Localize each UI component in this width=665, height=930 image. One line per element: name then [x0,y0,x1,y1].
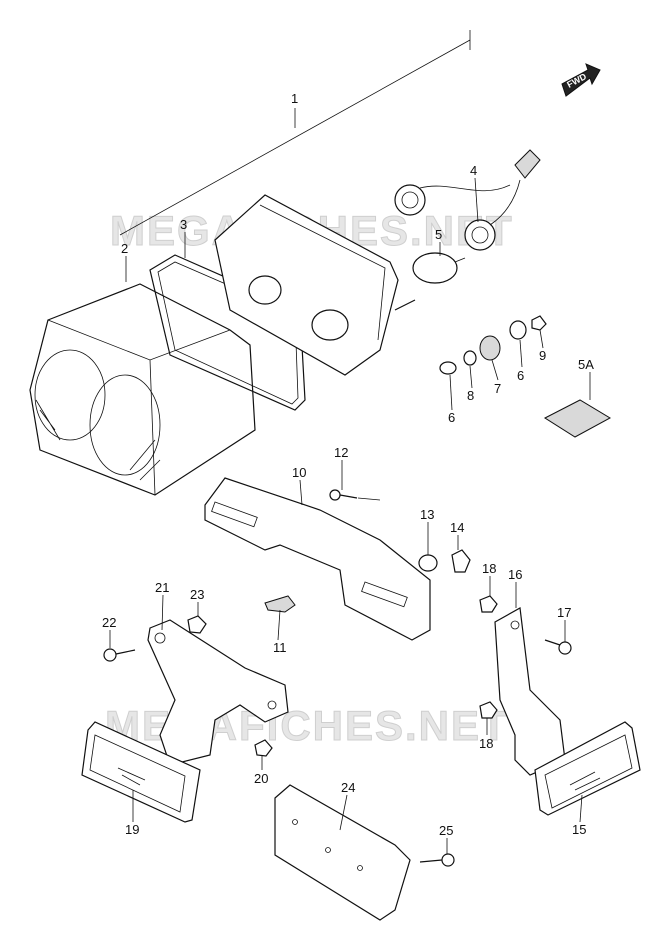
callout-3: 3 [180,217,187,232]
right-reflector [534,721,641,816]
callout-1: 1 [291,91,298,106]
assembly-bracket [119,30,471,236]
nut-20 [254,739,273,757]
lamp-housing [214,194,416,376]
callout-18-upper: 18 [482,561,496,576]
callout-12: 12 [334,445,348,460]
nut-18-lower [479,701,498,719]
callout-20: 20 [254,771,268,786]
left-reflector [81,721,201,823]
fwd-arrow-icon: FWD [561,63,601,97]
callout-9: 9 [539,348,546,363]
washer-13 [418,554,438,572]
nut-23 [187,615,207,634]
left-reflector-bracket [147,619,289,766]
screw-25 [419,853,455,867]
screw-22 [103,648,136,662]
connector-11 [264,595,296,613]
callout-6-left: 6 [448,410,455,425]
callout-10: 10 [292,465,306,480]
mount-hardware [439,315,547,375]
callout-4: 4 [470,163,477,178]
callout-6-right: 6 [517,368,524,383]
callout-5a: 5A [578,357,594,372]
callout-16: 16 [508,567,522,582]
tail-lamp-lens [29,283,256,496]
callout-25: 25 [439,823,453,838]
callout-8: 8 [467,388,474,403]
callout-13: 13 [420,507,434,522]
callout-11: 11 [273,640,287,655]
license-bracket [204,477,431,641]
callout-15: 15 [572,822,586,837]
bulb [412,252,466,284]
callout-14: 14 [450,520,464,535]
lens-gasket [149,254,306,411]
license-lamp [274,784,411,921]
nut-14 [451,549,471,573]
callout-21: 21 [155,580,169,595]
screw-12 [329,489,381,501]
callout-22: 22 [102,615,116,630]
callout-2: 2 [121,241,128,256]
callout-5: 5 [435,227,442,242]
right-reflector-bracket [494,607,566,776]
callout-19: 19 [125,822,139,837]
callout-18-lower: 18 [479,736,493,751]
screw-17 [544,639,572,655]
callout-24: 24 [341,780,355,795]
pad [543,399,612,438]
callout-17: 17 [557,605,571,620]
callout-23: 23 [190,587,204,602]
leader-lines [109,177,591,854]
callout-7: 7 [494,381,501,396]
nut-18-upper [479,595,498,613]
bulb-sockets [394,149,541,251]
